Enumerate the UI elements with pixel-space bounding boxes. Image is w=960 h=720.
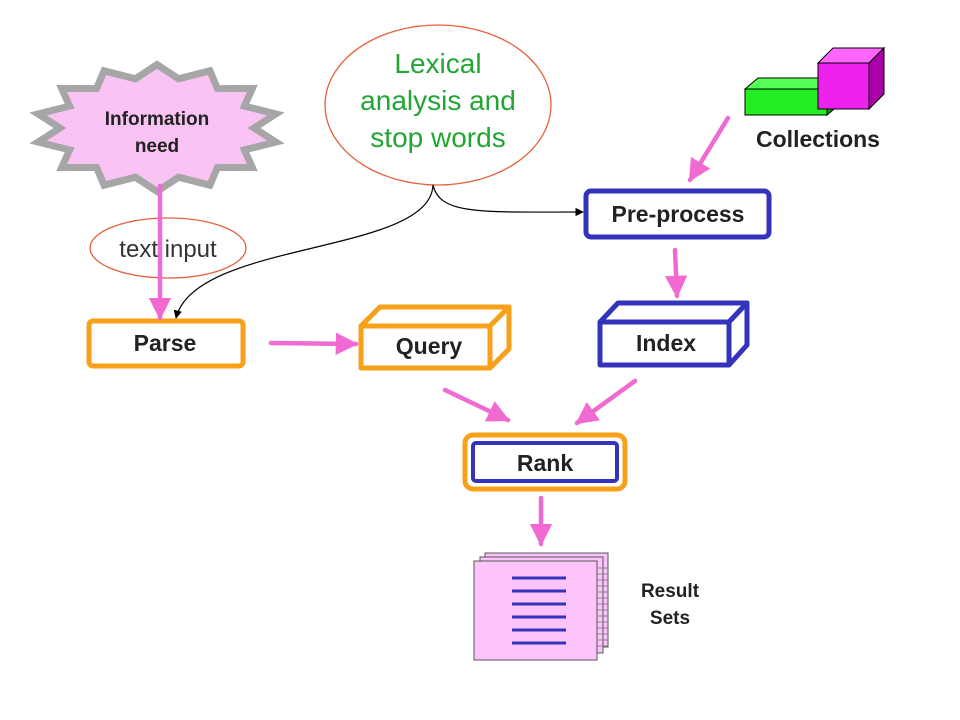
parse-to-query-arrow: [268, 332, 359, 356]
parse-label: Parse: [134, 330, 197, 356]
collections-to-preprocess-arrow: [687, 115, 731, 183]
text-input-label: text input: [119, 236, 217, 263]
index-box: Index: [597, 300, 750, 368]
preprocess-label: Pre-process: [612, 201, 745, 227]
result-documents: [473, 552, 609, 661]
information-need-burst: Information need: [29, 60, 285, 196]
information-need-line1: Information: [105, 109, 210, 130]
index-to-rank-arrow: [574, 378, 638, 426]
text-input-ellipse: text input: [89, 217, 247, 279]
collections-cubes: [743, 46, 886, 117]
lexical-line1: Lexical: [394, 48, 481, 79]
lexical-line2: analysis and: [360, 85, 516, 116]
lexical-to-preprocess-connector: [432, 184, 584, 217]
lexical-to-parse-connector: [173, 184, 434, 319]
rank-box: Rank: [462, 432, 628, 492]
lexical-line3: stop words: [370, 122, 505, 153]
parse-box: Parse: [86, 318, 246, 369]
rank-label: Rank: [517, 450, 573, 476]
result-sets-line1: Result: [641, 581, 700, 602]
query-box: Query: [358, 304, 512, 371]
index-label: Index: [636, 330, 696, 356]
preprocess-to-index-arrow: [664, 247, 688, 299]
preprocess-box: Pre-process: [583, 188, 772, 240]
information-need-line2: need: [135, 136, 179, 157]
collections-label: Collections: [756, 126, 880, 152]
lexical-analysis-ellipse: Lexical analysis and stop words: [324, 24, 552, 186]
query-to-rank-arrow: [442, 387, 511, 423]
query-label: Query: [396, 333, 463, 359]
result-sets-line2: Sets: [650, 608, 690, 629]
